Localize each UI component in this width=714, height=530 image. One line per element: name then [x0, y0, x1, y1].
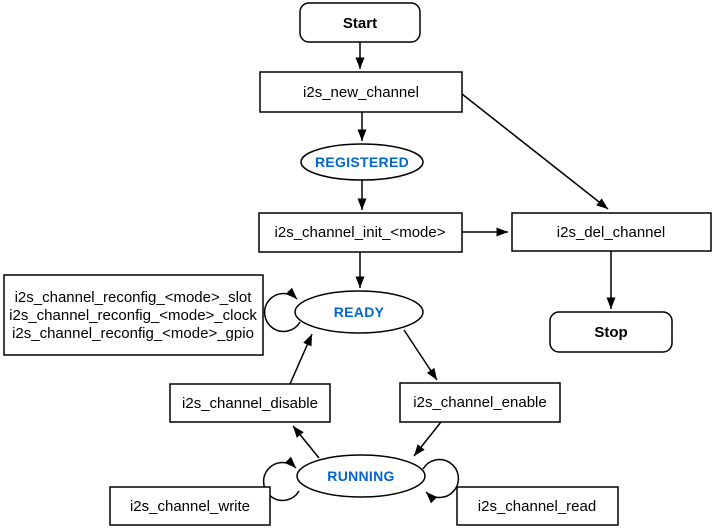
node-channel-enable: i2s_channel_enable — [399, 382, 561, 423]
node-new-channel: i2s_new_channel — [259, 71, 463, 113]
node-reconfig: i2s_channel_reconfig_<mode>_slot i2s_cha… — [3, 274, 264, 356]
start-box — [299, 2, 421, 43]
start-label: Start — [343, 15, 377, 32]
channel-init-label: i2s_channel_init_<mode> — [275, 224, 446, 241]
edge-new-channel-to-del-channel — [461, 93, 609, 210]
registered-ellipse — [300, 143, 424, 181]
channel-write-box — [109, 486, 271, 526]
running-label: RUNNING — [327, 468, 394, 484]
stop-label: Stop — [594, 324, 627, 341]
reconfig-line-clock: i2s_channel_reconfig_<mode>_clock — [9, 307, 257, 324]
new-channel-box — [259, 71, 463, 113]
state-running: RUNNING — [296, 454, 426, 498]
channel-read-box — [456, 486, 619, 526]
del-channel-label: i2s_del_channel — [557, 224, 665, 241]
edge-running-to-channel-disable — [292, 425, 320, 459]
stop-box — [549, 311, 673, 353]
channel-disable-label: i2s_channel_disable — [182, 395, 318, 412]
node-stop: Stop — [549, 311, 673, 353]
channel-init-box — [258, 212, 463, 253]
node-channel-write: i2s_channel_write — [109, 486, 271, 526]
channel-read-label: i2s_channel_read — [478, 498, 596, 515]
self-loop-ready-reconfig — [263, 287, 301, 333]
node-start: Start — [299, 2, 421, 43]
state-ready: READY — [294, 290, 424, 334]
edge-channel-disable-to-ready — [289, 333, 313, 385]
channel-enable-label: i2s_channel_enable — [413, 394, 546, 411]
state-registered: REGISTERED — [300, 143, 424, 181]
channel-enable-box — [399, 382, 561, 423]
node-channel-init: i2s_channel_init_<mode> — [258, 212, 463, 253]
node-channel-disable: i2s_channel_disable — [169, 383, 331, 423]
channel-disable-box — [169, 383, 331, 423]
node-channel-read: i2s_channel_read — [456, 486, 619, 526]
reconfig-line-gpio: i2s_channel_reconfig_<mode>_gpio — [12, 325, 254, 342]
reconfig-box — [3, 274, 264, 356]
new-channel-label: i2s_new_channel — [303, 84, 419, 101]
edge-channel-enable-to-running — [413, 421, 442, 457]
reconfig-line-slot: i2s_channel_reconfig_<mode>_slot — [15, 289, 253, 306]
channel-write-label: i2s_channel_write — [130, 498, 250, 515]
self-loop-running-write — [262, 456, 300, 502]
node-del-channel: i2s_del_channel — [511, 212, 712, 252]
registered-label: REGISTERED — [315, 154, 409, 170]
ready-ellipse — [294, 290, 424, 334]
running-ellipse — [296, 454, 426, 498]
edge-ready-to-channel-enable — [403, 329, 438, 381]
self-loop-running-read — [422, 458, 460, 504]
del-channel-box — [511, 212, 712, 252]
ready-label: READY — [334, 304, 385, 320]
